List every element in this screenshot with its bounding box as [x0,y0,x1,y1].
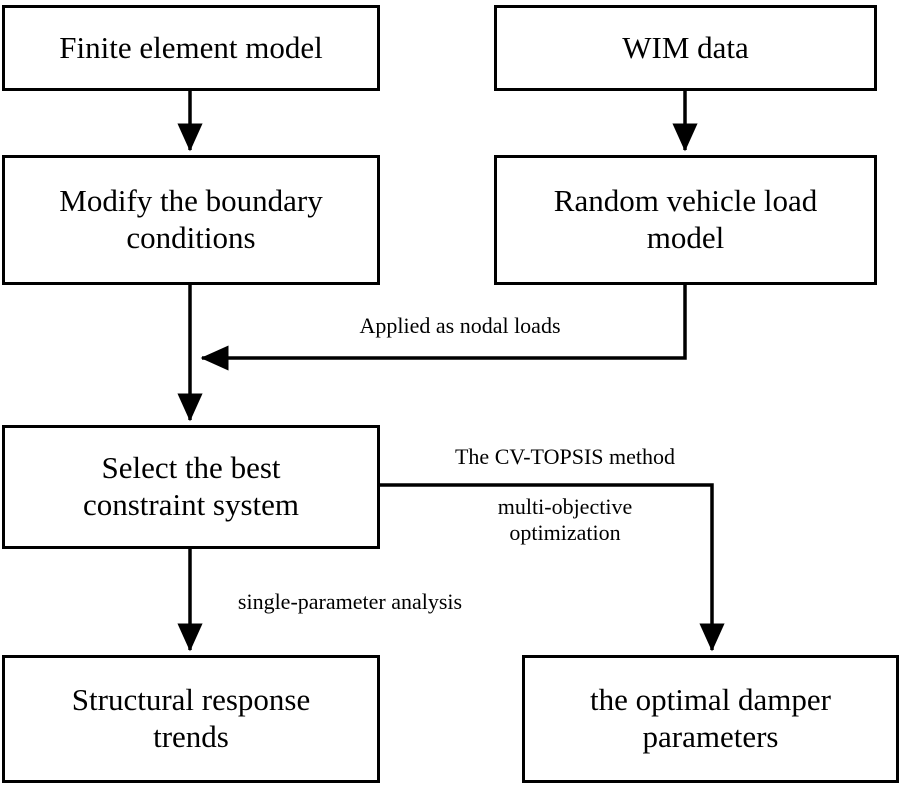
node-label: WIM data [622,29,749,65]
node-label: Random vehicle load model [553,183,818,255]
edge-label-applied-as-nodal-loads: Applied as nodal loads [359,313,561,338]
connector-select-to-damper [380,483,725,652]
node-label: Structural response trends [71,682,311,754]
edge-label-cv-topsis-method: The CV-TOPSIS method [454,444,676,469]
node-structural-response-trends[interactable]: Structural response trends [2,655,380,783]
node-modify-boundary-conditions[interactable]: Modify the boundary conditions [2,155,380,285]
node-label: Modify the boundary conditions [59,183,323,255]
node-select-best-constraint-system[interactable]: Select the best constraint system [2,425,380,549]
node-wim-data[interactable]: WIM data [494,5,877,91]
node-label: Finite element model [59,29,323,65]
node-optimal-damper-parameters[interactable]: the optimal damper parameters [522,655,899,783]
node-label: the optimal damper parameters [589,682,832,754]
connector-randveh-to-trunk [200,285,687,371]
node-random-vehicle-load-model[interactable]: Random vehicle load model [494,155,877,285]
node-label: Select the best constraint system [82,450,300,522]
edge-label-multi-objective-optimization: multi-objective optimization [497,494,633,546]
edge-label-single-parameter-analysis: single-parameter analysis [237,589,463,614]
node-finite-element-model[interactable]: Finite element model [2,5,380,91]
